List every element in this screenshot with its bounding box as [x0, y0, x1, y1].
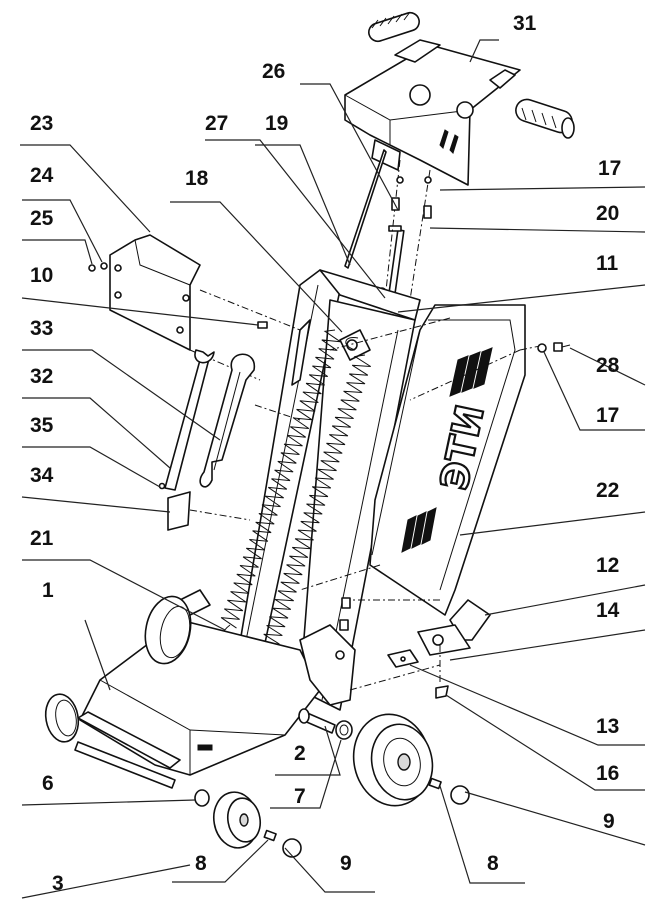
wheel-front-small [212, 791, 262, 849]
shield-plate [88, 234, 301, 381]
handle-assembly [344, 11, 575, 186]
callout-10: 10 [30, 264, 53, 287]
callout-32: 32 [30, 365, 53, 388]
callout-16: 16 [596, 762, 619, 785]
callout-8-left: 8 [195, 852, 207, 875]
callout-3: 3 [52, 872, 64, 895]
callout-20: 20 [596, 202, 619, 225]
callout-21: 21 [30, 527, 54, 550]
callout-35: 35 [30, 414, 54, 437]
wrenches [158, 349, 301, 531]
callout-18: 18 [185, 167, 209, 190]
callout-9-bottom: 9 [340, 852, 352, 875]
base-frame [77, 589, 356, 776]
callout-19: 19 [265, 112, 288, 135]
callouts: 31 26 23 27 19 24 18 17 25 20 10 11 33 2… [30, 12, 621, 895]
callout-23: 23 [30, 112, 53, 135]
callout-9-right: 9 [603, 810, 615, 833]
pedal-bracket [339, 597, 491, 699]
callout-34: 34 [30, 464, 54, 487]
front-wheels [44, 693, 470, 858]
callout-13: 13 [596, 715, 619, 738]
leader-lines [20, 39, 646, 899]
callout-17-top: 17 [598, 157, 621, 180]
callout-31: 31 [513, 12, 537, 35]
callout-2: 2 [294, 742, 306, 765]
left-grip [368, 11, 420, 43]
rear-wheels [144, 595, 434, 807]
callout-11: 11 [596, 252, 619, 275]
cover-plate [299, 304, 546, 616]
wheel-right-large [352, 713, 434, 807]
callout-33: 33 [30, 317, 53, 340]
callout-28: 28 [596, 354, 620, 377]
callout-17-mid: 17 [596, 404, 619, 427]
right-grip [515, 98, 575, 139]
callout-24: 24 [30, 164, 54, 187]
callout-7: 7 [294, 785, 306, 808]
callout-25: 25 [30, 207, 54, 230]
callout-6: 6 [42, 772, 54, 795]
callout-8-right: 8 [487, 852, 499, 875]
callout-26: 26 [262, 60, 285, 83]
callout-12: 12 [596, 554, 619, 577]
callout-22: 22 [596, 479, 619, 502]
callout-14: 14 [596, 599, 620, 622]
callout-27: 27 [205, 112, 228, 135]
side-fasteners [537, 342, 571, 353]
callout-1: 1 [42, 579, 54, 602]
